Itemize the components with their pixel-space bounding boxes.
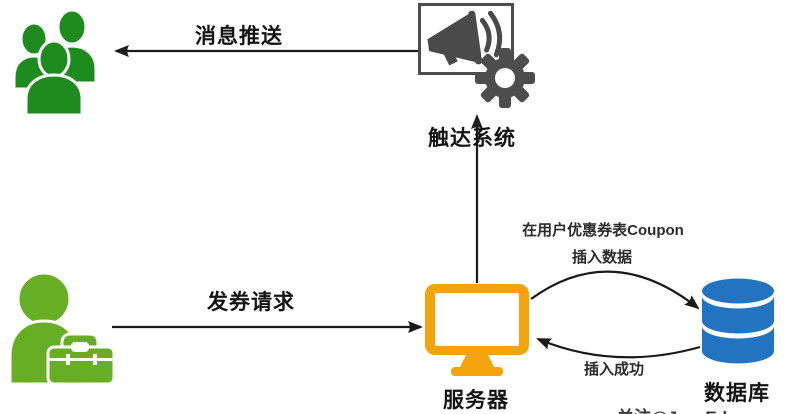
gear-icon (473, 46, 537, 115)
edge-label-insert-data-line2: 插入数据 (571, 249, 633, 266)
database-cylinder-icon (700, 277, 776, 372)
edge-label-insert-data-line1: 在用户优惠券表Coupon (522, 222, 684, 239)
edge-label-message-push: 消息推送 (195, 25, 283, 48)
monitor-icon (424, 283, 530, 381)
person-briefcase-icon (8, 271, 116, 391)
edge-insert-data-arrow (530, 270, 700, 310)
users-group-icon (12, 5, 108, 122)
watermark-text: 关注@JavaEdge (617, 403, 747, 414)
megaphone-icon (427, 10, 503, 66)
edge-insert-success-arrow (536, 337, 701, 359)
edge-label-insert-success: 插入成功 (583, 361, 645, 378)
node-label-database: 数据库 (704, 382, 770, 405)
edge-label-coupon-request: 发券请求 (207, 291, 295, 314)
node-label-touch-system: 触达系统 (428, 127, 516, 150)
node-label-server: 服务器 (443, 389, 509, 412)
